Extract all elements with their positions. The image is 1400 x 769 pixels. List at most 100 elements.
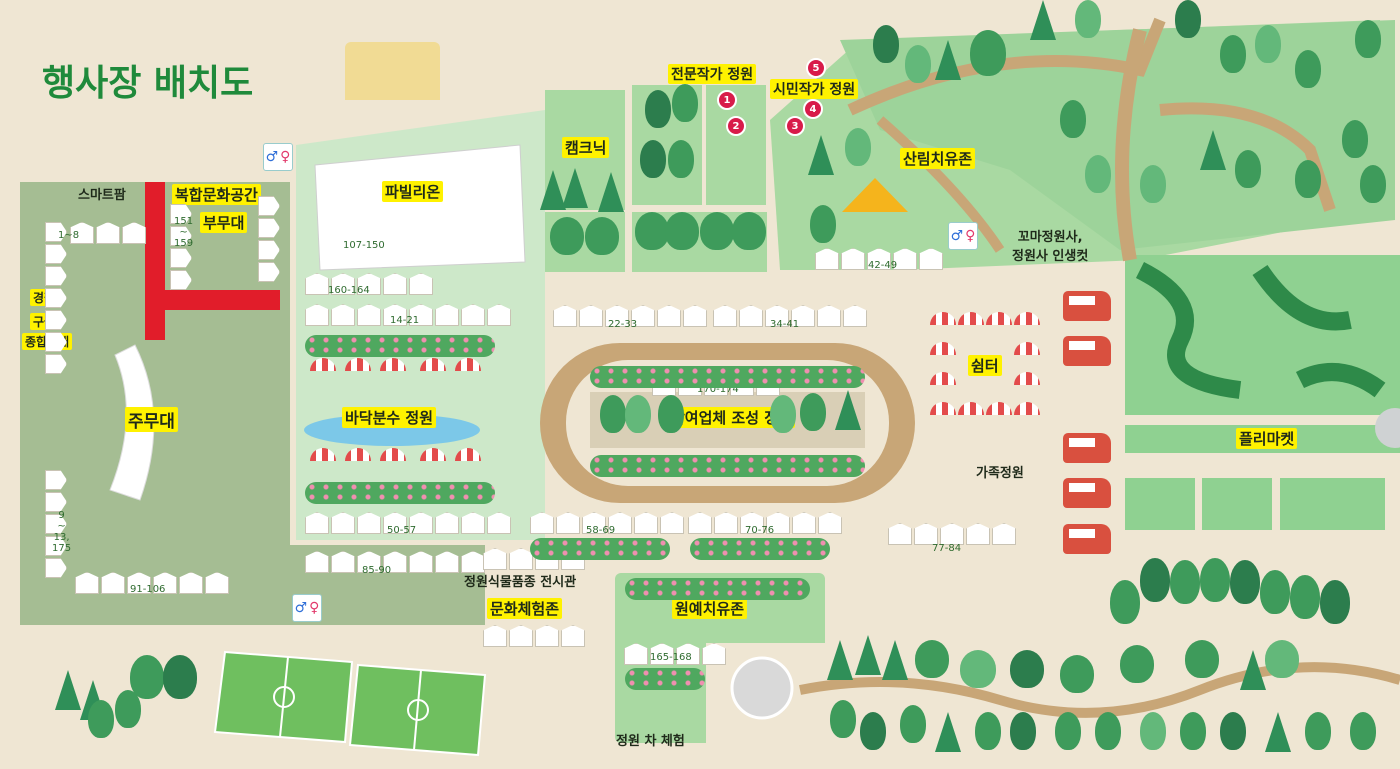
tree-icon <box>732 212 766 250</box>
tree-icon <box>1055 712 1081 750</box>
parasol-icon <box>958 402 984 415</box>
garden-pin[interactable]: 5 <box>806 58 826 78</box>
booth-number-165-168: 165-168 <box>650 652 692 663</box>
tree-icon <box>1260 570 1290 614</box>
booth-row <box>305 273 433 295</box>
tree-icon <box>905 45 931 83</box>
tree-icon <box>810 205 836 243</box>
booth-row <box>70 222 146 244</box>
tree-icon <box>700 212 734 250</box>
tree-icon <box>1060 655 1094 693</box>
parasol-icon <box>958 312 984 325</box>
conifer-icon <box>855 635 881 675</box>
conifer-icon <box>1200 130 1226 170</box>
tree-icon <box>1110 580 1140 624</box>
parasol-icon <box>420 358 446 371</box>
tree-icon <box>1170 560 1200 604</box>
booth-number-160-164: 160-164 <box>328 285 370 296</box>
tree-icon <box>600 395 626 433</box>
tree-icon <box>860 712 886 750</box>
parasol-icon <box>380 358 406 371</box>
garden-pin[interactable]: 3 <box>785 116 805 136</box>
booth-column <box>258 196 280 282</box>
tree-icon <box>770 395 796 433</box>
tree-icon <box>1320 580 1350 624</box>
booth-row <box>530 512 684 534</box>
tree-icon <box>1255 25 1281 63</box>
booth-number-9-175: 9 ~ 13, 175 <box>52 510 72 554</box>
booth-number-42-49: 42-49 <box>868 260 898 271</box>
booth-number-170-174: 170-174 <box>697 384 739 395</box>
conifer-icon <box>882 640 908 680</box>
conifer-icon <box>935 712 961 752</box>
booth-row <box>553 305 707 327</box>
booth-number-14-21: 14-21 <box>390 315 420 326</box>
parasol-icon <box>930 372 956 385</box>
booth-column <box>170 204 192 290</box>
zone-smart-farm: 스마트팜 <box>78 188 126 203</box>
tree-icon <box>163 655 197 699</box>
title-illustration-icon <box>345 42 440 100</box>
conifer-icon <box>55 670 81 710</box>
tree-icon <box>1175 0 1201 38</box>
food-truck-icon <box>1063 433 1111 463</box>
tree-icon <box>800 393 826 431</box>
conifer-icon <box>598 172 624 212</box>
tree-icon <box>115 690 141 728</box>
tree-icon <box>635 212 669 250</box>
booth-row <box>305 304 511 326</box>
tree-icon <box>1305 712 1331 750</box>
tree-icon <box>1220 712 1246 750</box>
tree-icon <box>1235 150 1261 188</box>
zone-sub-stage: 부무대 <box>200 212 248 233</box>
booth-column <box>45 470 67 578</box>
flowerbed <box>590 366 865 388</box>
zone-pavilion: 파빌리온 <box>382 181 444 202</box>
booth-row <box>75 572 229 594</box>
parasol-icon <box>345 358 371 371</box>
booth-row <box>888 523 1016 545</box>
tree-icon <box>915 640 949 678</box>
restroom-icon: ♂♀ <box>263 143 293 171</box>
garden-pin[interactable]: 1 <box>717 90 737 110</box>
food-truck-icon <box>1063 336 1111 366</box>
parasol-icon <box>930 402 956 415</box>
parasol-icon <box>1014 342 1040 355</box>
zone-flea-market: 플리마켓 <box>1236 428 1298 449</box>
tree-icon <box>1095 712 1121 750</box>
tree-icon <box>1010 712 1036 750</box>
flowerbed <box>625 668 705 690</box>
tree-icon <box>873 25 899 63</box>
zone-garden-tea: 정원 차 체험 <box>616 734 685 749</box>
garden-pin[interactable]: 4 <box>803 99 823 119</box>
tree-icon <box>645 90 671 128</box>
tree-icon <box>625 395 651 433</box>
tree-icon <box>550 217 584 255</box>
tree-icon <box>1265 640 1299 678</box>
zone-forest-healing: 산림치유존 <box>900 148 976 169</box>
booth-number-91-106: 91-106 <box>130 584 166 595</box>
conifer-icon <box>540 170 566 210</box>
zone-camping: 캠크닉 <box>562 137 610 158</box>
restroom-icon: ♂♀ <box>948 222 978 250</box>
booth-row <box>305 512 511 534</box>
booth-number-85-90: 85-90 <box>362 565 392 576</box>
booth-row <box>624 643 726 665</box>
tree-icon <box>1060 100 1086 138</box>
tree-icon <box>658 395 684 433</box>
tree-icon <box>830 700 856 738</box>
tree-icon <box>1355 20 1381 58</box>
zone-plant-exhibit: 정원식물품종 전시관 <box>464 575 577 590</box>
restroom-icon: ♂♀ <box>292 594 322 622</box>
garden-pin[interactable]: 2 <box>726 116 746 136</box>
booth-row <box>713 305 867 327</box>
booth-number-34-41: 34-41 <box>770 319 800 330</box>
zone-main-stage: 주무대 <box>125 407 178 432</box>
booth-number-77-84: 77-84 <box>932 543 962 554</box>
tree-icon <box>1360 165 1386 203</box>
tree-icon <box>640 140 666 178</box>
parasol-icon <box>1014 312 1040 325</box>
tree-icon <box>1342 120 1368 158</box>
conifer-icon <box>562 168 588 208</box>
zone-horti-healing: 원예치유존 <box>672 598 748 619</box>
